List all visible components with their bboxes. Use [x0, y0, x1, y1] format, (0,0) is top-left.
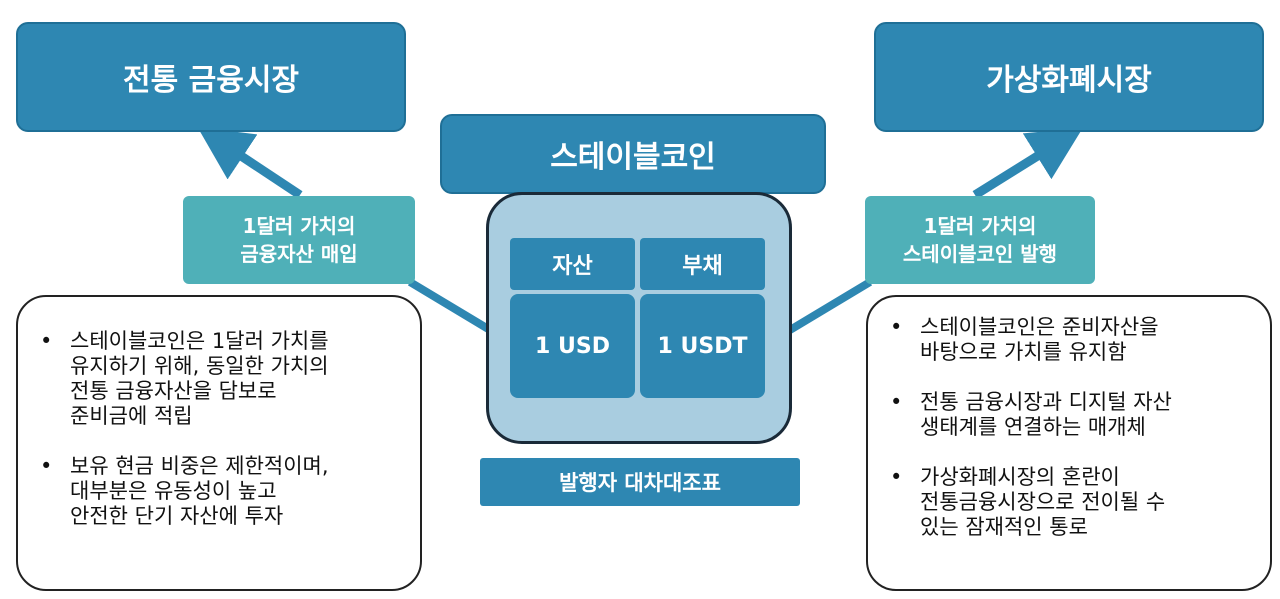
traditional-market-box: 전통 금융시장 — [16, 22, 406, 132]
left-note-item: • 스테이블코인은 1달러 가치를 유지하기 위해, 동일한 가치의 전통 금융… — [18, 329, 412, 429]
right-flow-label-line2: 스테이블코인 발행 — [902, 242, 1058, 266]
note-line: 전통 금융시장과 디지털 자산 — [920, 390, 1172, 414]
note-line: 준비금에 적립 — [70, 404, 193, 428]
left-note-item: • 보유 현금 비중은 제한적이며, 대부분은 유동성이 높고 안전한 단기 자… — [18, 454, 412, 529]
right-flow-label-box: 1달러 가치의 스테이블코인 발행 — [865, 196, 1095, 284]
right-note-item: • 전통 금융시장과 디지털 자산 생태계를 연결하는 매개체 — [868, 390, 1262, 440]
liability-value-cell: 1 USDT — [640, 294, 765, 398]
note-line: 전통 금융자산을 담보로 — [70, 379, 277, 403]
crypto-market-label: 가상화폐시장 — [986, 63, 1152, 98]
right-flow-label-line1: 1달러 가치의 — [923, 214, 1037, 238]
note-line: 전통금융시장으로 전이될 수 — [920, 490, 1166, 514]
stablecoin-title: 스테이블코인 — [550, 140, 716, 175]
bullet: • — [890, 315, 903, 339]
liability-header-label: 부채 — [682, 254, 723, 279]
liability-header: 부채 — [640, 238, 765, 290]
left-flow-label-line1: 1달러 가치의 — [242, 214, 356, 238]
left-flow-label-line2: 금융자산 매입 — [240, 242, 358, 266]
note-line: 유지하기 위해, 동일한 가치의 — [70, 354, 329, 378]
note-line: 대부분은 유동성이 높고 — [70, 479, 277, 503]
right-note-item: • 가상화폐시장의 혼란이 전통금융시장으로 전이될 수 있는 잠재적인 통로 — [868, 465, 1262, 540]
left-flow-label-box: 1달러 가치의 금융자산 매입 — [183, 196, 415, 284]
balance-sheet-caption-box: 발행자 대차대조표 — [480, 458, 800, 506]
note-line: 스테이블코인은 준비자산을 — [920, 315, 1159, 339]
left-arrow — [197, 127, 303, 199]
note-line: 안전한 단기 자산에 투자 — [70, 504, 284, 528]
stablecoin-title-box: 스테이블코인 — [440, 114, 826, 194]
asset-header-label: 자산 — [552, 254, 593, 279]
note-line: 스테이블코인은 1달러 가치를 — [70, 329, 329, 353]
bullet: • — [40, 454, 53, 478]
right-arrow — [972, 127, 1083, 199]
traditional-market-label: 전통 금융시장 — [122, 63, 300, 98]
right-notes-box: • 스테이블코인은 준비자산을 바탕으로 가치를 유지함 • 전통 금융시장과 … — [866, 295, 1272, 591]
asset-value: 1 USD — [535, 333, 610, 359]
balance-sheet-caption: 발행자 대차대조표 — [559, 471, 721, 495]
note-line: 생태계를 연결하는 매개체 — [920, 415, 1146, 439]
asset-header: 자산 — [510, 238, 635, 290]
note-line: 있는 잠재적인 통로 — [920, 515, 1088, 539]
crypto-market-box: 가상화폐시장 — [874, 22, 1264, 132]
bullet: • — [890, 390, 903, 414]
asset-value-cell: 1 USD — [510, 294, 635, 398]
liability-value: 1 USDT — [657, 333, 748, 359]
right-note-item: • 스테이블코인은 준비자산을 바탕으로 가치를 유지함 — [868, 315, 1262, 365]
left-notes-box: • 스테이블코인은 1달러 가치를 유지하기 위해, 동일한 가치의 전통 금융… — [16, 295, 422, 591]
bullet: • — [40, 329, 53, 353]
bullet: • — [890, 465, 903, 489]
note-line: 가상화폐시장의 혼란이 — [920, 465, 1120, 489]
note-line: 바탕으로 가치를 유지함 — [920, 340, 1127, 364]
note-line: 보유 현금 비중은 제한적이며, — [70, 454, 329, 478]
